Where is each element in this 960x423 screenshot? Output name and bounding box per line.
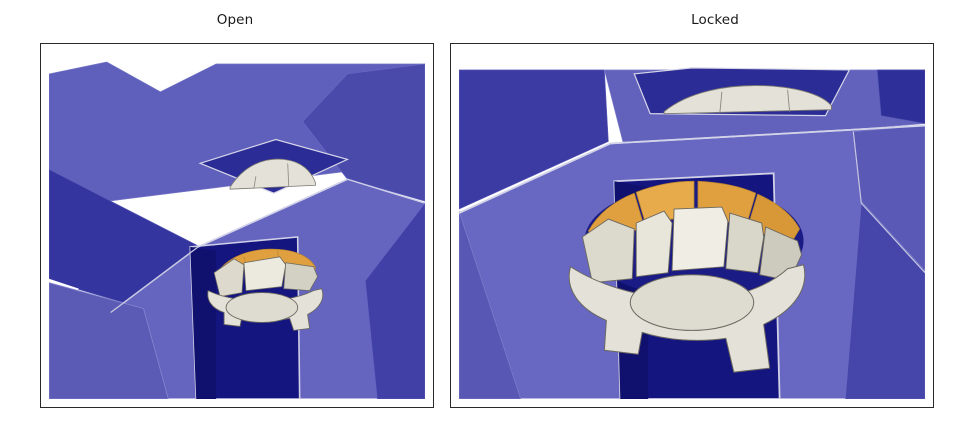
hub-secondary-open	[229, 158, 316, 190]
render-locked	[459, 52, 925, 399]
panel-locked-frame	[450, 43, 934, 408]
facet-upper-left-locked	[459, 69, 609, 210]
hub-bore-open	[225, 292, 299, 323]
panel-open-canvas	[49, 52, 425, 399]
render-open	[49, 52, 425, 399]
hub-tooth-center-open	[243, 256, 287, 292]
hub-bore-locked	[629, 274, 755, 331]
panel-locked-title: Locked	[691, 12, 739, 28]
edge-highlight-diagonal-open	[110, 246, 199, 314]
hub-tooth-2-locked	[635, 210, 673, 278]
panel-locked-canvas	[459, 52, 925, 399]
edge-highlight-center-open	[197, 178, 348, 248]
edge-highlight-main-locked	[459, 124, 925, 214]
hub-secondary-seam-2-locked	[787, 89, 791, 112]
facet-upper-right-open	[302, 63, 425, 202]
panel-open-frame	[40, 43, 434, 408]
panel-open-title: Open	[216, 12, 254, 28]
facet-lower-left-open	[49, 282, 169, 399]
hub-secondary-seam-2-open	[287, 163, 290, 187]
hub-tooth-4-locked	[725, 212, 765, 274]
cavity-lower-shade-open	[190, 246, 217, 399]
hub-secondary-seam-1-locked	[719, 91, 723, 113]
facet-lower-left-locked	[459, 210, 522, 399]
panel-open: Open	[0, 0, 470, 423]
hub-tooth-right-open	[283, 262, 319, 292]
facet-lower-right-open	[365, 202, 425, 399]
hub-tooth-3-locked	[671, 206, 729, 272]
facet-upper-right-locked	[876, 69, 925, 124]
hub-secondary-seam-1-open	[253, 176, 257, 189]
hub-secondary-locked	[663, 85, 832, 115]
hub-primary-locked	[568, 180, 806, 373]
panel-locked: Locked	[450, 0, 960, 423]
edge-highlight-right-locked	[852, 131, 925, 274]
hub-tooth-left-open	[213, 258, 245, 298]
hub-primary-open	[207, 248, 324, 331]
hub-tooth-1-locked	[581, 218, 635, 284]
